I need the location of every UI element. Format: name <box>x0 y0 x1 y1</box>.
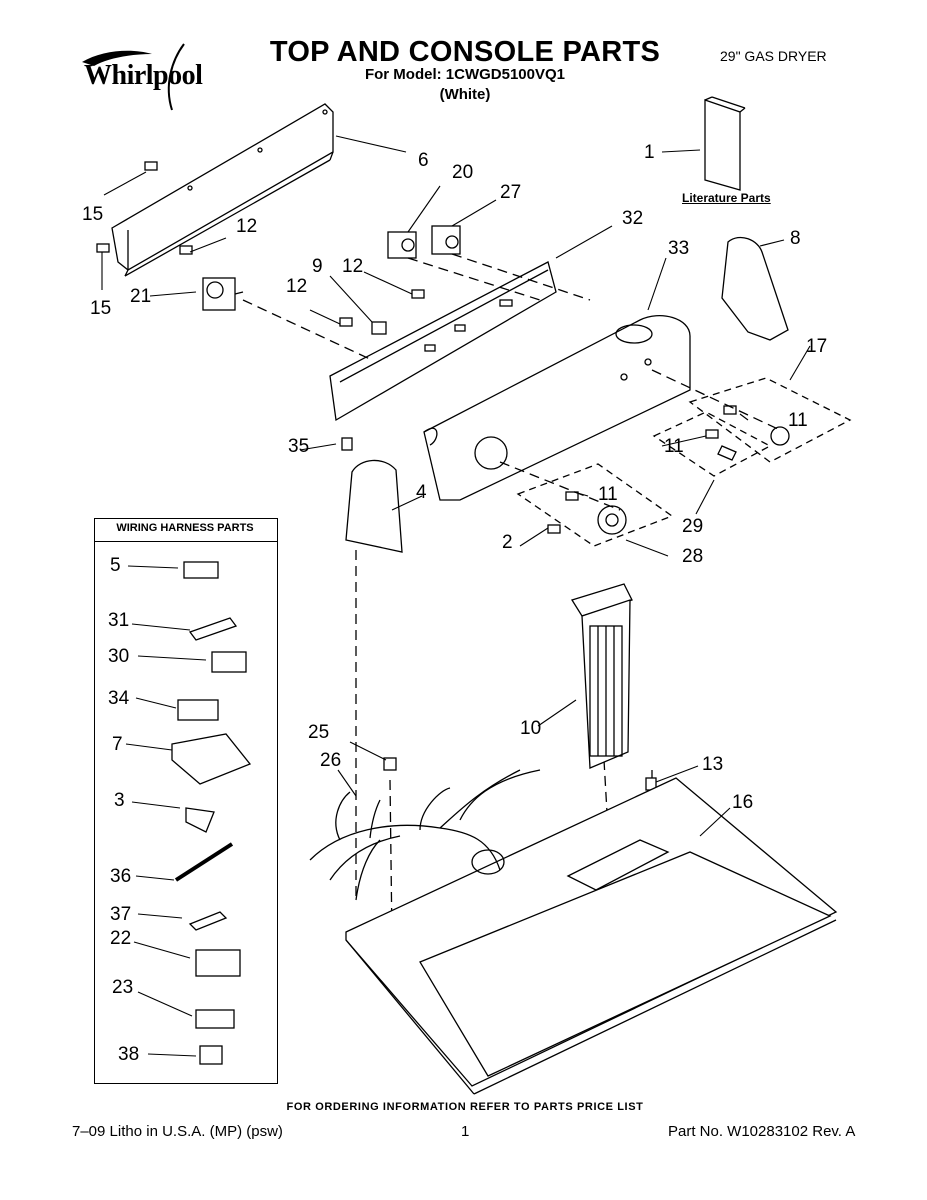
console-bracket <box>329 261 557 422</box>
callout-35: 35 <box>288 436 310 457</box>
callout-11-c: 11 <box>598 484 618 505</box>
console <box>423 315 691 501</box>
callout-27: 27 <box>500 182 522 203</box>
callout-5: 5 <box>110 555 121 576</box>
callout-28: 28 <box>682 546 704 567</box>
callout-26: 26 <box>320 750 342 771</box>
end-cap <box>721 236 789 341</box>
callout-36: 36 <box>110 866 132 887</box>
callout-20: 20 <box>452 162 474 183</box>
callout-10: 10 <box>520 718 542 739</box>
callout-23: 23 <box>112 977 134 998</box>
switches <box>387 225 461 259</box>
lint-filter <box>571 583 633 769</box>
callout-12-b: 12 <box>342 256 364 277</box>
callout-34: 34 <box>108 688 130 709</box>
callout-11-a: 11 <box>788 410 808 431</box>
callout-38: 38 <box>118 1044 140 1065</box>
ordering-note: FOR ORDERING INFORMATION REFER TO PARTS … <box>286 1101 644 1113</box>
callout-12-a: 12 <box>236 216 258 237</box>
callout-9: 9 <box>312 256 323 277</box>
callout-33: 33 <box>668 238 690 259</box>
callout-6: 6 <box>418 150 429 171</box>
page-title: TOP AND CONSOLE PARTS <box>269 36 661 68</box>
callout-15-b: 15 <box>90 298 112 319</box>
color-line: (White) <box>439 86 491 103</box>
wiring-harness-divider <box>94 541 278 542</box>
callout-1: 1 <box>644 142 655 163</box>
brand-name: Whirlpool <box>84 60 203 91</box>
logo-swoosh <box>82 43 185 111</box>
harness-parts <box>171 561 252 1065</box>
callout-13: 13 <box>702 754 724 775</box>
brand-logo: Whirlpool <box>72 40 222 120</box>
callout-2: 2 <box>502 532 513 553</box>
part-number: Part No. W10283102 Rev. A <box>668 1123 856 1140</box>
callout-11-b: 11 <box>664 436 684 457</box>
screws <box>96 161 425 327</box>
callout-25: 25 <box>308 722 330 743</box>
model-line: For Model: 1CWGD5100VQ1 <box>364 66 566 83</box>
product-type: 29" GAS DRYER <box>720 48 827 64</box>
callout-arrows <box>101 135 811 1057</box>
callout-29: 29 <box>682 516 704 537</box>
clip <box>371 321 387 335</box>
knob-kit-28-outline <box>516 463 674 547</box>
litho-info: 7–09 Litho in U.S.A. (MP) (psw) <box>72 1123 283 1140</box>
callout-16: 16 <box>732 792 754 813</box>
wire-harness <box>309 769 541 901</box>
wiring-harness-title: WIRING HARNESS PARTS <box>116 522 254 534</box>
callout-21: 21 <box>130 286 152 307</box>
page-number: 1 <box>461 1123 470 1140</box>
wiring-harness-box <box>94 518 278 1084</box>
callout-31: 31 <box>108 610 130 631</box>
callout-12-c: 12 <box>286 276 308 297</box>
knob-17 <box>770 426 790 446</box>
callout-30: 30 <box>108 646 130 667</box>
rear-panel <box>111 103 334 277</box>
dryer-top <box>345 777 838 1095</box>
knob-kit-17-outline <box>688 377 852 463</box>
callout-8: 8 <box>790 228 801 249</box>
literature-parts-label: Literature Parts <box>682 191 771 205</box>
timer <box>202 277 244 311</box>
literature-booklet <box>704 96 746 191</box>
assembly-lines <box>242 253 781 941</box>
callout-4: 4 <box>416 482 427 503</box>
callout-37: 37 <box>110 904 132 925</box>
callout-17: 17 <box>806 336 828 357</box>
callout-3: 3 <box>114 790 125 811</box>
callout-32: 32 <box>622 208 644 229</box>
knob-kit-29-outline <box>652 411 772 477</box>
callout-7: 7 <box>112 734 123 755</box>
callout-15-a: 15 <box>82 204 104 225</box>
callout-22: 22 <box>110 928 132 949</box>
left-endcap <box>345 459 403 553</box>
